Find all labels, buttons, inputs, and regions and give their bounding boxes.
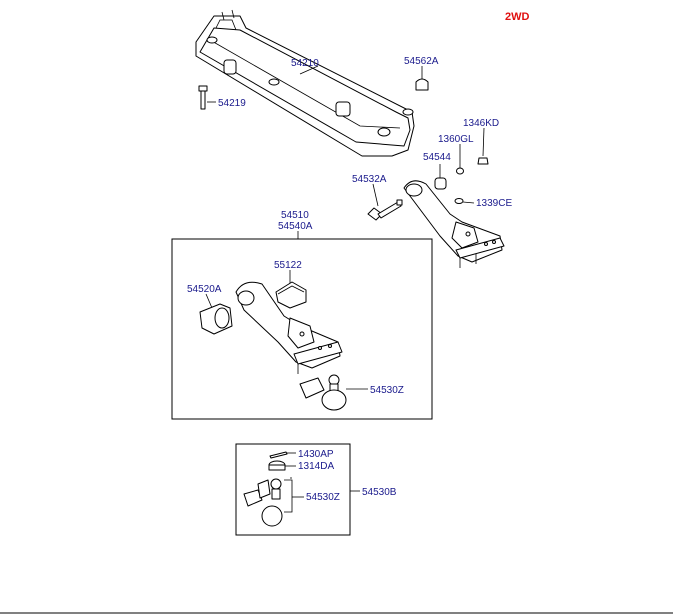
bump-stop-54562A [415, 66, 429, 91]
pin-1339CE [454, 198, 475, 204]
bushing-54544 [434, 164, 447, 190]
ball-joint-54530Z-b [243, 477, 304, 527]
cotter-pin-1430AP [269, 451, 296, 459]
arm-assembly-top [403, 180, 505, 268]
label-1430AP: 1430AP [298, 449, 334, 460]
assembly-box-lower-arm [171, 238, 433, 420]
ball-joint-54530Z-a [299, 374, 368, 411]
crossmember-54210 [195, 9, 415, 157]
label-54520A: 54520A [187, 284, 222, 295]
label-1360GL: 1360GL [438, 134, 474, 145]
label-54210: 54210 [291, 58, 319, 69]
label-54530B: 54530B [362, 487, 397, 498]
label-54562A: 54562A [404, 56, 439, 67]
lower-arm [235, 281, 343, 374]
assembly-box-ball-joint [235, 443, 351, 536]
bolt-54532A [367, 183, 403, 221]
label-54530Z-a: 54530Z [370, 385, 404, 396]
label-1339CE: 1339CE [476, 198, 512, 209]
label-54510: 54510 [281, 210, 309, 221]
label-54532A: 54532A [352, 174, 387, 185]
label-54540A: 54540A [278, 221, 313, 232]
label-54530Z-b: 54530Z [306, 492, 340, 503]
bolt-54219 [198, 85, 216, 110]
label-55122: 55122 [274, 260, 302, 271]
label-1346KD: 1346KD [463, 118, 499, 129]
label-54219: 54219 [218, 98, 246, 109]
castle-nut-1314DA [268, 460, 296, 471]
label-1314DA: 1314DA [298, 461, 334, 472]
variant-badge: 2WD [505, 11, 530, 23]
label-54544: 54544 [423, 152, 451, 163]
bushing-55122 [275, 270, 307, 309]
washer-1360GL [456, 144, 464, 175]
nut-1346KD [477, 127, 489, 165]
bushing-54520A [199, 293, 233, 335]
